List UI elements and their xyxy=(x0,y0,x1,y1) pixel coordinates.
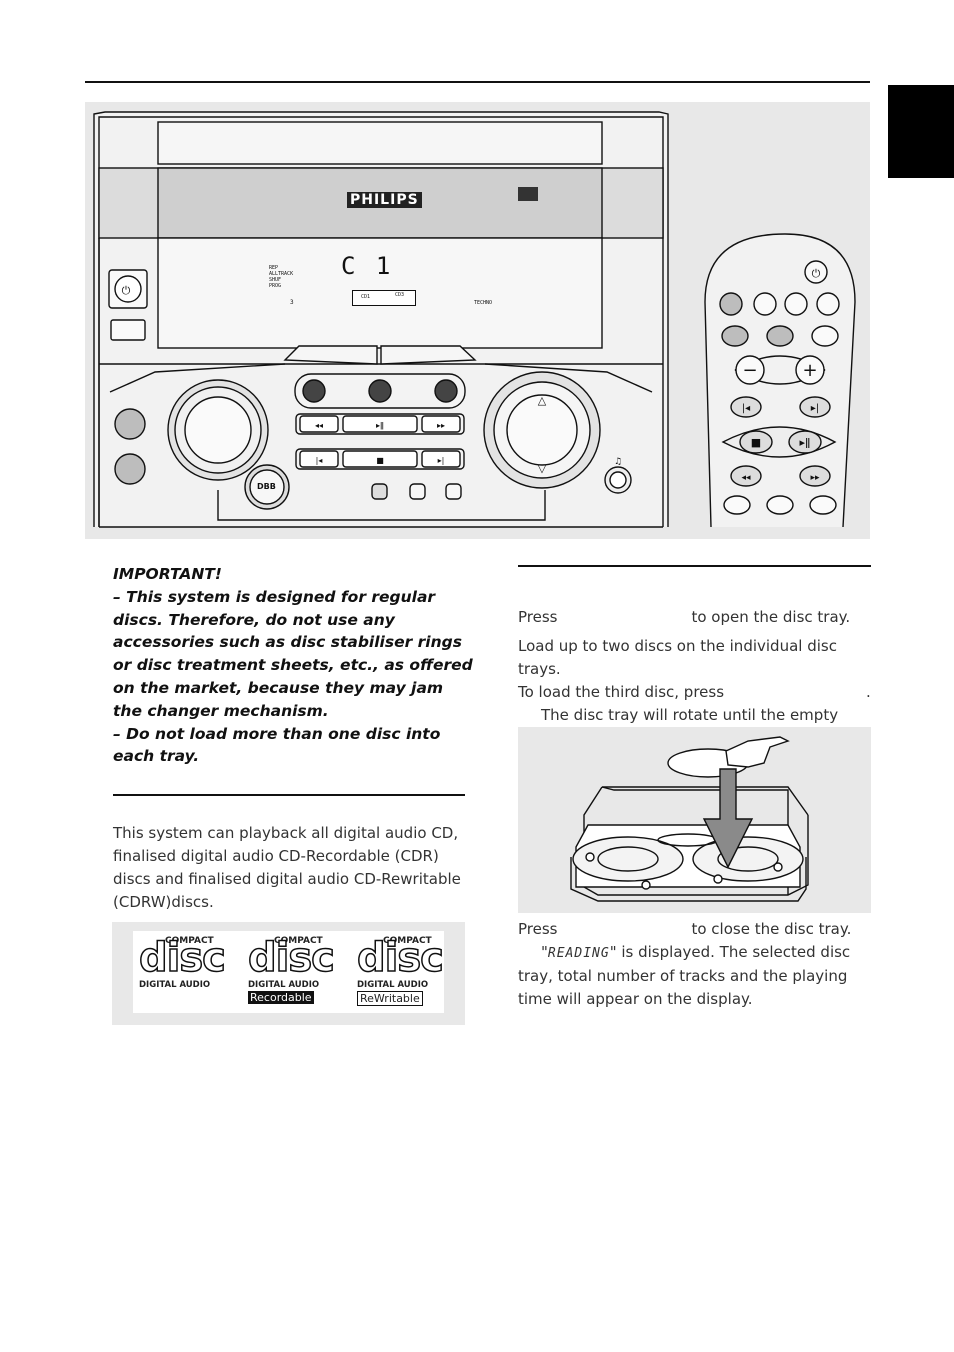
display-digits: C 1 xyxy=(341,252,394,280)
playable-paragraph: This system can playback all digital aud… xyxy=(113,824,461,911)
display-cd3: CD3 xyxy=(395,292,405,298)
logo-cd: COMPACT disc DIGITAL AUDIO xyxy=(137,936,227,1008)
step3-rest: to close the disc tray. xyxy=(691,920,852,938)
section-rule-left xyxy=(113,794,465,796)
logo-cd-sub: DIGITAL AUDIO xyxy=(139,980,211,990)
device-illustration: ⏻ ◂◂ ▸ǁ ▸▸ |◂ ■ ▸| △ ▽ ♫ xyxy=(85,102,870,539)
step3-quote-open: " xyxy=(541,943,548,961)
logo-cdr: COMPACT disc DIGITAL AUDIO Recordable xyxy=(246,936,341,1008)
logo-cdrw-tag: ReWritable xyxy=(357,991,423,1006)
important-heading: IMPORTANT! xyxy=(113,565,222,583)
display-cd1: CD1 xyxy=(361,294,371,300)
svg-text:■: ■ xyxy=(751,436,761,449)
indicator-rep: REP xyxy=(269,265,279,271)
display-cd-window: CD1 CD3 xyxy=(352,290,416,306)
step3-press: Press xyxy=(518,920,558,938)
svg-text:▸|: ▸| xyxy=(811,403,819,414)
step1-rest: to open the disc tray. xyxy=(691,608,851,626)
svg-text:◂◂: ◂◂ xyxy=(741,473,751,483)
step2-line-c: . xyxy=(866,683,871,701)
indicator-alltrack: ALLTRACK xyxy=(269,271,294,277)
dbb-label: DBB xyxy=(257,482,276,491)
disc-logos: COMPACT disc DIGITAL AUDIO COMPACT disc … xyxy=(133,931,445,1013)
language-tab xyxy=(888,85,954,178)
svg-text:▽: ▽ xyxy=(538,462,547,475)
header-rule xyxy=(85,81,870,83)
logo-cd-main: disc xyxy=(138,935,226,981)
display-indicators: REP ALLTRACK SHUF PROG xyxy=(269,265,293,289)
brand-logo: PHILIPS xyxy=(347,192,422,208)
svg-text:+: + xyxy=(802,360,817,381)
svg-text:|◂: |◂ xyxy=(316,456,323,465)
disc-logos-panel: COMPACT disc DIGITAL AUDIO COMPACT disc … xyxy=(112,922,465,1025)
step3-reading-display: READING xyxy=(547,946,610,961)
disc-tray-illustration xyxy=(518,727,871,913)
logo-cdrw-top: COMPACT xyxy=(383,936,432,946)
svg-text:△: △ xyxy=(538,394,547,407)
svg-text:▸▸: ▸▸ xyxy=(810,473,820,483)
display-small-left: 3 xyxy=(290,299,294,306)
loading-step-3: Press to close the disc tray. "READING" i… xyxy=(518,918,871,1011)
svg-text:♫: ♫ xyxy=(614,457,622,467)
step2-line-a: Load up to two discs on the individual d… xyxy=(518,637,837,678)
svg-text:⏻: ⏻ xyxy=(122,284,131,297)
loading-step-1: Press to open the disc tray. xyxy=(518,606,871,629)
svg-text:⏻: ⏻ xyxy=(812,267,821,280)
svg-text:◂◂: ◂◂ xyxy=(315,421,323,430)
svg-text:▸ǁ: ▸ǁ xyxy=(376,421,384,430)
logo-cdr-sub: DIGITAL AUDIO xyxy=(248,980,320,990)
tray-drawing xyxy=(570,736,809,902)
step1-press: Press xyxy=(518,608,558,626)
display-mode-right: TECHNO xyxy=(474,300,493,306)
svg-text:|◂: |◂ xyxy=(742,403,750,414)
cd-logo-icon xyxy=(518,187,538,201)
indicator-shuf: SHUF xyxy=(269,277,282,283)
step3-rest-text: " is displayed. The selected disc tray, … xyxy=(518,943,851,1008)
svg-text:■: ■ xyxy=(376,456,384,465)
logo-cd-top: COMPACT xyxy=(165,936,214,946)
stereo-illustration: ⏻ ◂◂ ▸ǁ ▸▸ |◂ ■ ▸| △ ▽ ♫ xyxy=(93,111,856,528)
section-rule-right xyxy=(518,565,871,567)
svg-text:▸ǁ: ▸ǁ xyxy=(800,436,811,449)
important-line-2: – Do not load more than one disc into ea… xyxy=(113,724,441,766)
important-line-1: – This system is designed for regular di… xyxy=(113,587,473,720)
svg-text:▸▸: ▸▸ xyxy=(437,421,445,430)
svg-text:▸|: ▸| xyxy=(438,456,445,465)
svg-text:−: − xyxy=(742,360,757,381)
logo-cdr-main: disc xyxy=(247,935,335,981)
logo-cdr-tag: Recordable xyxy=(248,991,314,1004)
logo-cdrw-main: disc xyxy=(356,935,444,981)
important-notice: IMPORTANT! – This system is designed for… xyxy=(113,563,473,768)
playable-discs-text: This system can playback all digital aud… xyxy=(113,822,465,914)
step2-line-b: To load the third disc, press xyxy=(518,683,725,701)
indicator-prog: PROG xyxy=(269,283,282,289)
logo-cdr-top: COMPACT xyxy=(274,936,323,946)
logo-cdrw-sub: DIGITAL AUDIO xyxy=(357,980,429,990)
logo-cdrw: COMPACT disc DIGITAL AUDIO ReWritable xyxy=(355,936,445,1008)
